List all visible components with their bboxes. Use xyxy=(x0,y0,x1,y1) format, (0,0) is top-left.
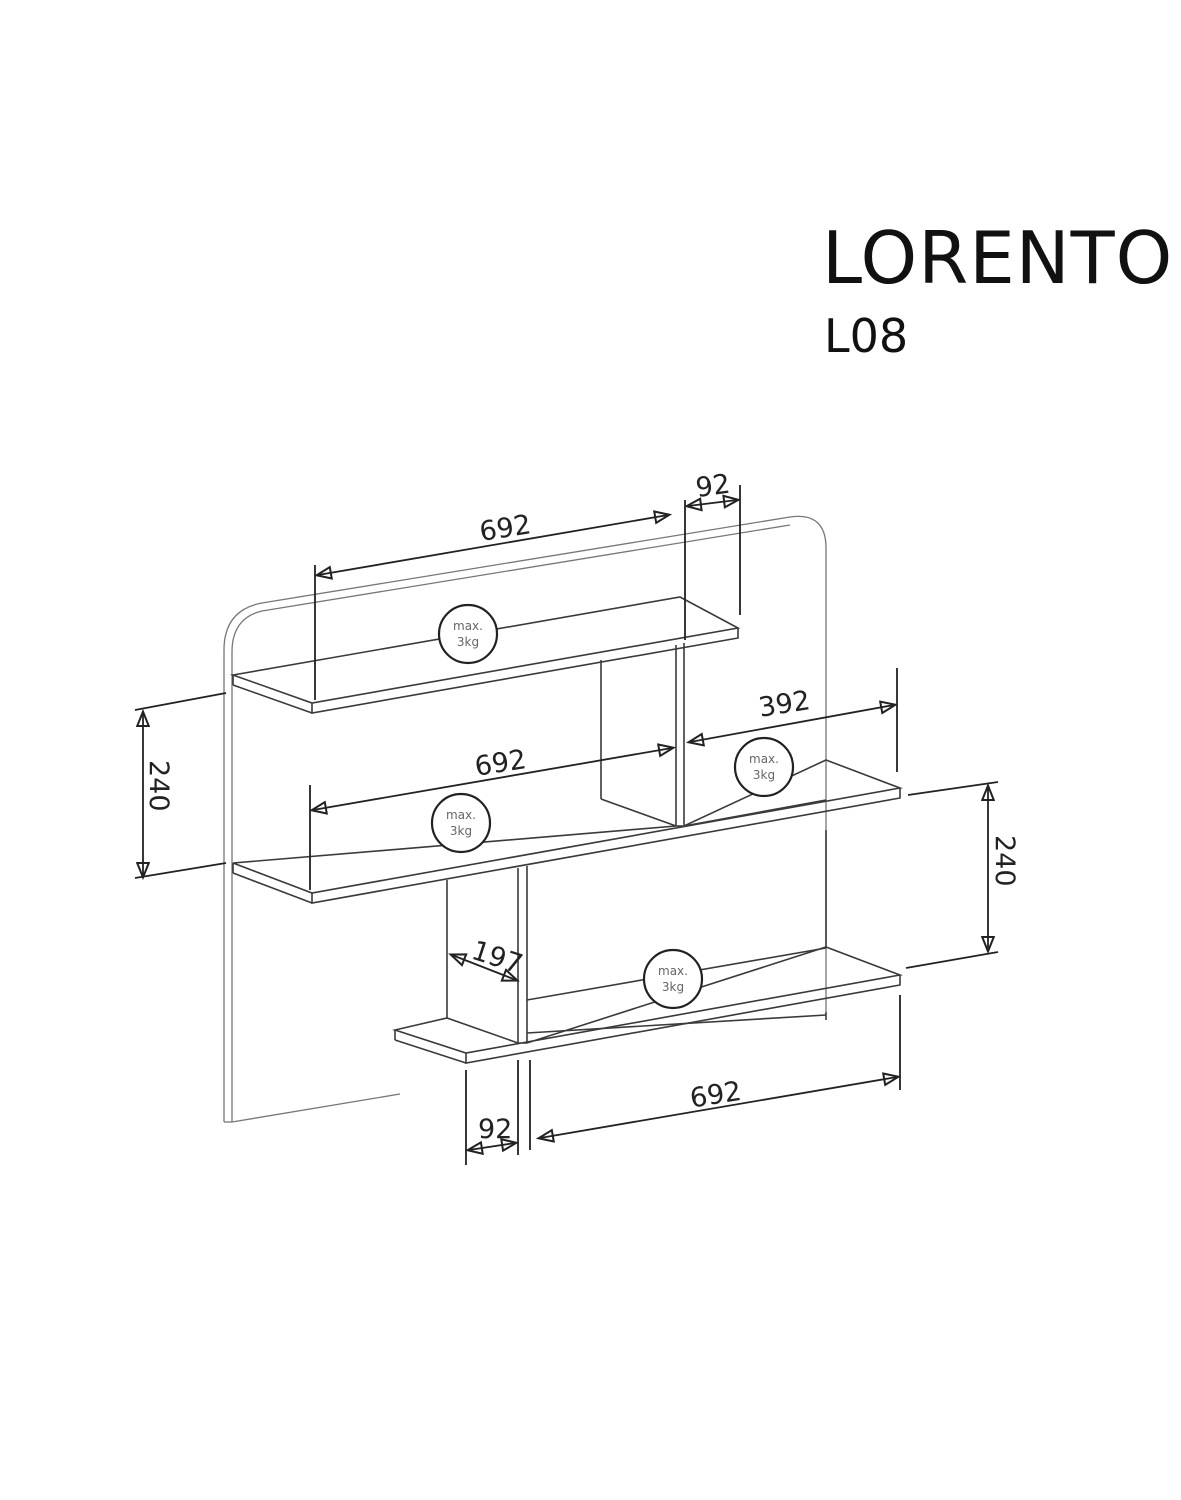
load-badge-top: max. 3kg xyxy=(437,603,499,665)
load-badge-middle-left: max. 3kg xyxy=(430,792,492,854)
load-badge-top-line2: 3kg xyxy=(457,635,479,649)
dim-label-left-240: 240 xyxy=(143,760,174,812)
dimension-middle-392: 392 xyxy=(690,668,897,772)
dim-label-right-240: 240 xyxy=(989,835,1020,887)
dim-label-top-92: 92 xyxy=(694,469,732,504)
dimension-left-240: 240 xyxy=(134,692,227,878)
load-badge-bottom-line1: max. xyxy=(658,964,688,978)
product-model: L08 xyxy=(824,309,909,363)
load-badge-middle-left-line2: 3kg xyxy=(450,824,472,838)
middle-shelf xyxy=(232,759,903,904)
dim-label-middle-692: 692 xyxy=(473,744,529,783)
dim-label-top-692: 692 xyxy=(477,509,533,548)
dimension-197: 197 xyxy=(452,935,526,980)
product-title: LORENTO xyxy=(822,216,1174,300)
dimension-bottom-92: 92 xyxy=(466,1060,518,1165)
dim-label-bottom-92: 92 xyxy=(478,1114,512,1145)
dimension-right-240: 240 xyxy=(905,781,1020,969)
load-badge-middle-right: max. 3kg xyxy=(733,736,795,798)
upper-divider xyxy=(600,643,685,827)
dim-label-middle-392: 392 xyxy=(757,685,813,724)
dimension-top-92: 92 xyxy=(685,469,740,640)
load-badge-bottom-line2: 3kg xyxy=(662,980,684,994)
load-badge-top-line1: max. xyxy=(453,619,483,633)
load-badge-middle-right-line1: max. xyxy=(749,752,779,766)
load-badge-bottom: max. 3kg xyxy=(642,948,704,1010)
load-badge-middle-left-line1: max. xyxy=(446,808,476,822)
top-shelf xyxy=(229,596,741,714)
load-badge-middle-right-line2: 3kg xyxy=(753,768,775,782)
dim-label-bottom-692: 692 xyxy=(688,1076,744,1115)
lower-divider xyxy=(446,830,827,1044)
dimension-middle-692: 692 xyxy=(310,744,672,890)
